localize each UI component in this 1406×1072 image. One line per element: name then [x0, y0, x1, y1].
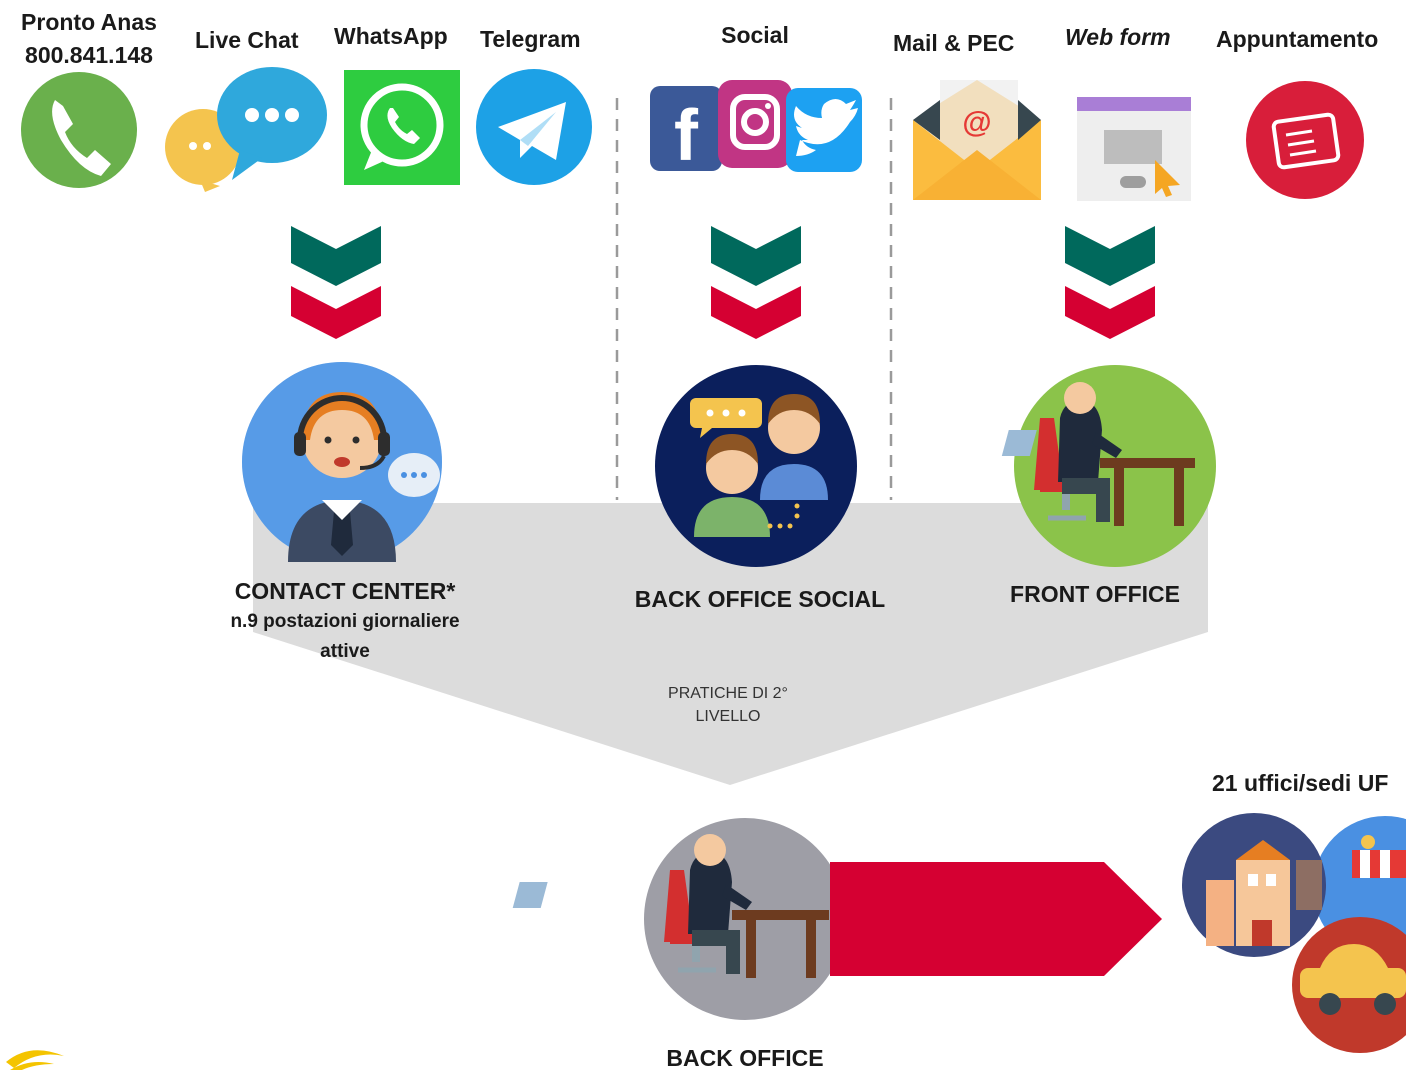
office-label-back-office-social: BACK OFFICE SOCIAL [634, 586, 886, 612]
office-label-front-office: FRONT OFFICE [1010, 581, 1180, 607]
telegram-icon [476, 69, 592, 185]
back-office-avatar-icon [512, 818, 846, 1020]
front-office-avatar-icon [1001, 365, 1216, 567]
chevron-down-icon [711, 226, 801, 339]
offices-count-label: 21 uffici/sedi UF [1212, 770, 1389, 796]
svg-text:f: f [674, 96, 699, 176]
phone-icon [21, 72, 137, 188]
anas-logo-icon [6, 1050, 64, 1070]
channel-label-appuntamento: Appuntamento [1216, 26, 1379, 52]
chevron-down-icon [291, 226, 381, 339]
back-office-social-avatar-icon [655, 365, 857, 567]
channel-label-web-form: Web form [1065, 24, 1171, 50]
channel-label-social: Social [721, 22, 789, 48]
channel-label-whatsapp: WhatsApp [334, 23, 448, 49]
funnel-shape [253, 503, 1208, 785]
contact-center-note-line1: n.9 postazioni giornaliere [230, 611, 460, 632]
office-label-contact-center: CONTACT CENTER* [234, 578, 456, 604]
chat-bubbles-icon [165, 67, 327, 192]
appointment-icon [1246, 81, 1364, 199]
contact-center-avatar-icon [242, 362, 442, 562]
channel-label-pronto-anas: Pronto Anas [21, 9, 157, 35]
channel-label-pronto-number: 800.841.148 [25, 42, 153, 68]
offices-icons [1182, 813, 1406, 1053]
mail-icon: @ [913, 80, 1041, 200]
office-label-back-office: BACK OFFICE [666, 1045, 824, 1071]
arrow-right-shape [830, 862, 1162, 976]
chevron-down-icon [1065, 226, 1155, 339]
channel-label-telegram: Telegram [480, 26, 581, 52]
svg-text:@: @ [962, 106, 991, 139]
channel-label-live-chat: Live Chat [195, 27, 299, 53]
funnel-label-line1: PRATICHE DI 2° [668, 685, 788, 702]
social-icons: f [650, 80, 862, 176]
web-form-icon [1077, 97, 1191, 201]
channel-label-mail-pec: Mail & PEC [893, 30, 1015, 56]
contact-center-note-line2: attive [320, 641, 370, 662]
whatsapp-icon [344, 70, 460, 185]
funnel-label-line2: LIVELLO [695, 708, 761, 725]
